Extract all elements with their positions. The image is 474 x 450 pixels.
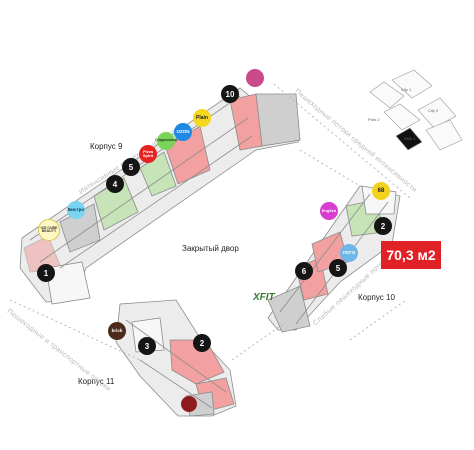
building-label-k10: Корпус 10 — [358, 293, 395, 302]
unit-pin-5-right[interactable]: 5 — [329, 259, 347, 277]
tenant-logo-pizza[interactable]: Pizza Spirit — [139, 145, 157, 163]
minimap-label-city1: City 1 — [401, 87, 412, 92]
tenant-logo-plain[interactable]: Plain — [193, 109, 211, 127]
tenant-logo-fit[interactable]: XFIT — [253, 292, 275, 303]
minimap-label-park1: Park 1 — [404, 136, 416, 141]
unit-pin-2-bottom[interactable]: 2 — [193, 334, 211, 352]
minimap — [369, 69, 463, 151]
building-label-k11: Корпус 11 — [78, 377, 115, 386]
tenant-logo-ozon[interactable]: OZON — [174, 123, 192, 141]
unit-pin-4[interactable]: 4 — [106, 175, 124, 193]
tenant-logo-vendor[interactable]: 68 — [372, 182, 390, 200]
tenant-logo-bistro[interactable]: Бистро — [67, 201, 85, 219]
courtyard-label: Закрытый двор — [182, 244, 239, 253]
building-k9-plan — [19, 87, 301, 305]
tenant-logo-logo[interactable]: ЛОГО — [340, 244, 358, 262]
unit-pin-1[interactable]: 1 — [37, 264, 55, 282]
unit-pin-5-top[interactable]: 5 — [122, 158, 140, 176]
unit-pin-3[interactable]: 3 — [138, 337, 156, 355]
unit-pin-6[interactable]: 6 — [295, 262, 313, 280]
minimap-label-park2: Park 2 — [368, 117, 380, 122]
selected-unit-area-badge[interactable]: 70,3 м2 — [381, 241, 441, 269]
tenant-logo-round-bottom[interactable] — [181, 396, 197, 412]
tenant-logo-brick[interactable]: brick — [108, 322, 126, 340]
tenant-logo-english[interactable]: English — [320, 202, 338, 220]
unit-pin-2-right[interactable]: 2 — [374, 217, 392, 235]
tenant-logo-stadium[interactable]: Стадионный — [155, 132, 177, 150]
building-label-k9: Корпус 9 — [90, 142, 123, 151]
building-k11-plan — [115, 299, 237, 417]
tenant-logo-hookah[interactable] — [246, 69, 264, 87]
unit-pin-10[interactable]: 10 — [221, 85, 239, 103]
tenant-logo-icebeauty[interactable]: ICE CUBE BEAUTY — [38, 219, 60, 241]
flow-lines — [9, 83, 411, 361]
minimap-label-city2: City 2 — [428, 108, 439, 113]
